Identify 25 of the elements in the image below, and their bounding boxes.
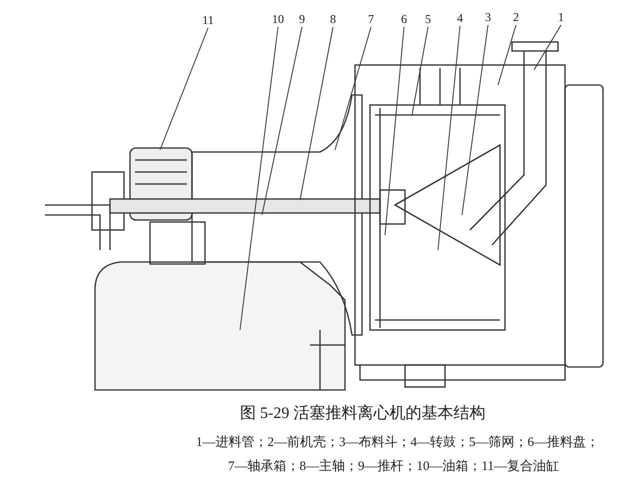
leader-line	[498, 24, 516, 86]
leader-line	[300, 26, 334, 200]
leader-line	[534, 24, 562, 70]
callout-number: 2	[513, 11, 519, 24]
leader-line	[240, 26, 278, 330]
leader-line	[438, 26, 460, 250]
leader-line	[412, 26, 428, 116]
leader-line	[462, 24, 488, 216]
callout-number: 1	[558, 11, 564, 24]
callout-number: 11	[202, 14, 214, 27]
caption-text: 1—进料管；2—前机壳；3—布料斗；4—转鼓；5—筛网；6—推料盘；	[196, 433, 599, 451]
callout-number: 9	[299, 13, 305, 26]
leader-line	[334, 26, 372, 150]
leader-line	[384, 26, 404, 236]
callout-number: 10	[272, 13, 284, 26]
callout-number: 5	[425, 13, 431, 26]
callout-number: 8	[330, 13, 336, 26]
callout-number: 3	[485, 11, 491, 24]
callout-number: 6	[401, 13, 407, 26]
callout-number: 4	[457, 12, 463, 25]
figure-title: 图 5-29 活塞推料离心机的基本结构	[240, 404, 486, 424]
callout-number: 7	[368, 13, 374, 26]
leader-line	[262, 26, 302, 216]
caption-text: 7—轴承箱；8—主轴；9—推杆；10—油箱；11—复合油缸	[228, 457, 560, 475]
leader-line	[160, 28, 208, 150]
